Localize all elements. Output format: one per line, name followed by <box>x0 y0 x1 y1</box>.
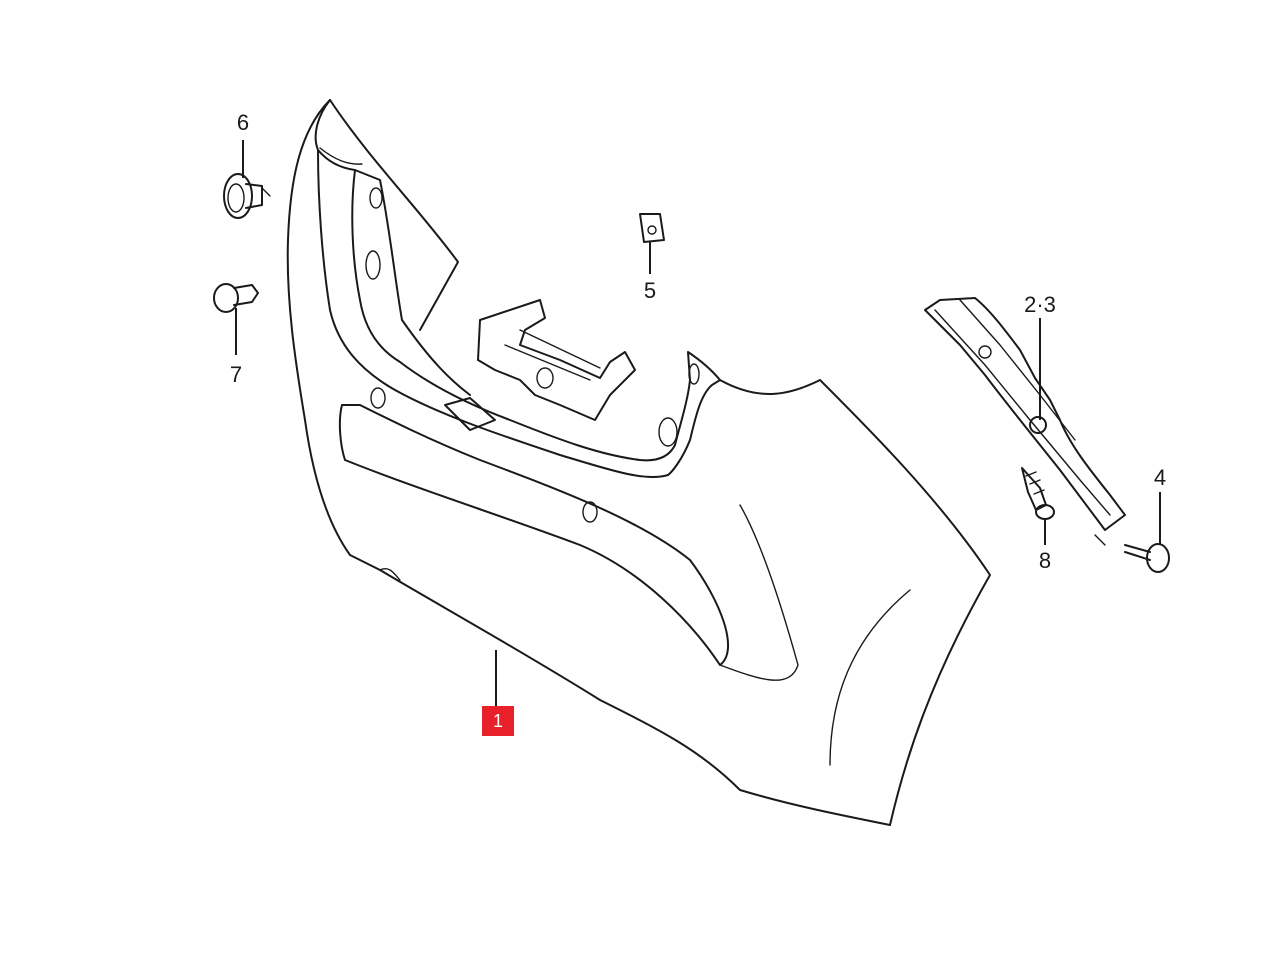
screw-4 <box>1124 543 1170 573</box>
callout-8-label: 8 <box>1039 548 1051 573</box>
callout-1-highlight <box>482 706 514 736</box>
push-clip-6 <box>223 173 271 219</box>
bumper-cover <box>286 99 991 826</box>
leader-lines <box>235 140 1161 708</box>
clip-nut-5 <box>639 213 665 243</box>
callout-2-3-label: 2·3 <box>1024 292 1056 317</box>
callout-1-label: 1 <box>493 711 503 731</box>
side-bracket <box>924 297 1126 546</box>
callout-4-label: 4 <box>1154 465 1166 490</box>
callout-5-label: 5 <box>644 278 656 303</box>
tapping-screw-8 <box>1021 467 1055 520</box>
center-bracket <box>477 299 636 421</box>
callout-1: 1 <box>482 706 514 736</box>
callout-6-label: 6 <box>237 110 249 135</box>
callout-7-label: 7 <box>230 362 242 387</box>
push-clip-7 <box>213 283 259 313</box>
